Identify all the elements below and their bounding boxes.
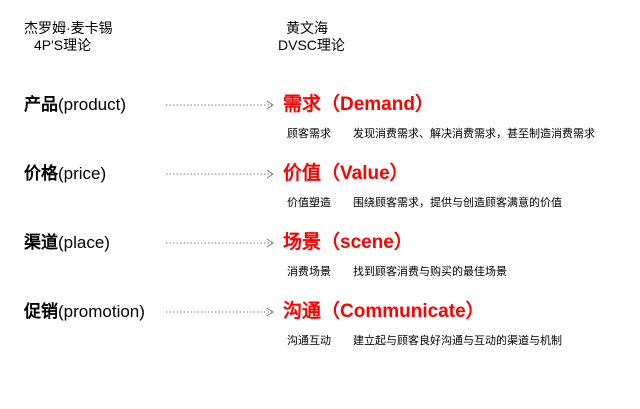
- term-4p-price: 价格(price): [24, 163, 106, 185]
- header-dvsc: 黄文海 DVSC理论: [278, 20, 345, 54]
- term-4p-price-cn: 价格: [24, 164, 58, 183]
- desc-communicate-text: 建立起与顾客良好沟通与互动的渠道与机制: [353, 335, 562, 347]
- term-4p-promotion-cn: 促销: [24, 302, 58, 321]
- desc-scene: 消费场景 找到顾客消费与购买的最佳场景: [287, 265, 507, 279]
- desc-value-text: 围绕顾客需求，提供与创造顾客满意的价值: [353, 197, 562, 209]
- desc-demand: 顾客需求 发现消费需求、解决消费需求，甚至制造消费需求: [287, 127, 595, 141]
- desc-communicate: 沟通互动 建立起与顾客良好沟通与互动的渠道与机制: [287, 334, 562, 348]
- desc-scene-key: 消费场景: [287, 266, 331, 278]
- dotted-arrow-icon: [166, 307, 274, 317]
- term-4p-place-en: (place): [58, 233, 110, 252]
- mapping-row-place: 渠道(place) 场景（scene） 消费场景 找到顾客消费与购买的最佳场景: [0, 232, 640, 292]
- term-4p-place: 渠道(place): [24, 232, 110, 254]
- desc-demand-text: 发现消费需求、解决消费需求，甚至制造消费需求: [353, 128, 595, 140]
- term-4p-price-en: (price): [58, 164, 107, 183]
- term-dvsc-value: 价值（Value）: [283, 163, 409, 184]
- header-4ps: 杰罗姆·麦卡锡 4P'S理论: [24, 20, 113, 54]
- term-4p-product-cn: 产品: [24, 95, 58, 114]
- term-4p-product-en: (product): [58, 95, 127, 114]
- term-dvsc-scene: 场景（scene）: [283, 232, 413, 253]
- desc-value: 价值塑造 围绕顾客需求，提供与创造顾客满意的价值: [287, 196, 562, 210]
- term-4p-product: 产品(product): [24, 94, 126, 116]
- desc-communicate-key: 沟通互动: [287, 335, 331, 347]
- header-dvsc-theory: DVSC理论: [278, 37, 345, 53]
- term-4p-promotion-en: (promotion): [58, 302, 145, 321]
- term-4p-place-cn: 渠道: [24, 233, 58, 252]
- desc-scene-text: 找到顾客消费与购买的最佳场景: [353, 266, 507, 278]
- mapping-row-price: 价格(price) 价值（Value） 价值塑造 围绕顾客需求，提供与创造顾客满意…: [0, 163, 640, 223]
- term-4p-promotion: 促销(promotion): [24, 301, 145, 323]
- desc-demand-key: 顾客需求: [287, 128, 331, 140]
- mapping-row-promotion: 促销(promotion) 沟通（Communicate） 沟通互动 建立起与顾客…: [0, 301, 640, 361]
- dotted-arrow-icon: [166, 238, 274, 248]
- term-dvsc-communicate: 沟通（Communicate）: [283, 301, 485, 322]
- desc-value-key: 价值塑造: [287, 197, 331, 209]
- term-dvsc-demand: 需求（Demand）: [283, 94, 434, 115]
- header-dvsc-author: 黄文海: [286, 20, 328, 36]
- mapping-row-product: 产品(product) 需求（Demand） 顾客需求 发现消费需求、解决消费需求…: [0, 94, 640, 154]
- dotted-arrow-icon: [166, 169, 274, 179]
- header-4ps-author: 杰罗姆·麦卡锡: [24, 20, 113, 36]
- dotted-arrow-icon: [166, 100, 274, 110]
- header-4ps-theory: 4P'S理论: [34, 37, 92, 53]
